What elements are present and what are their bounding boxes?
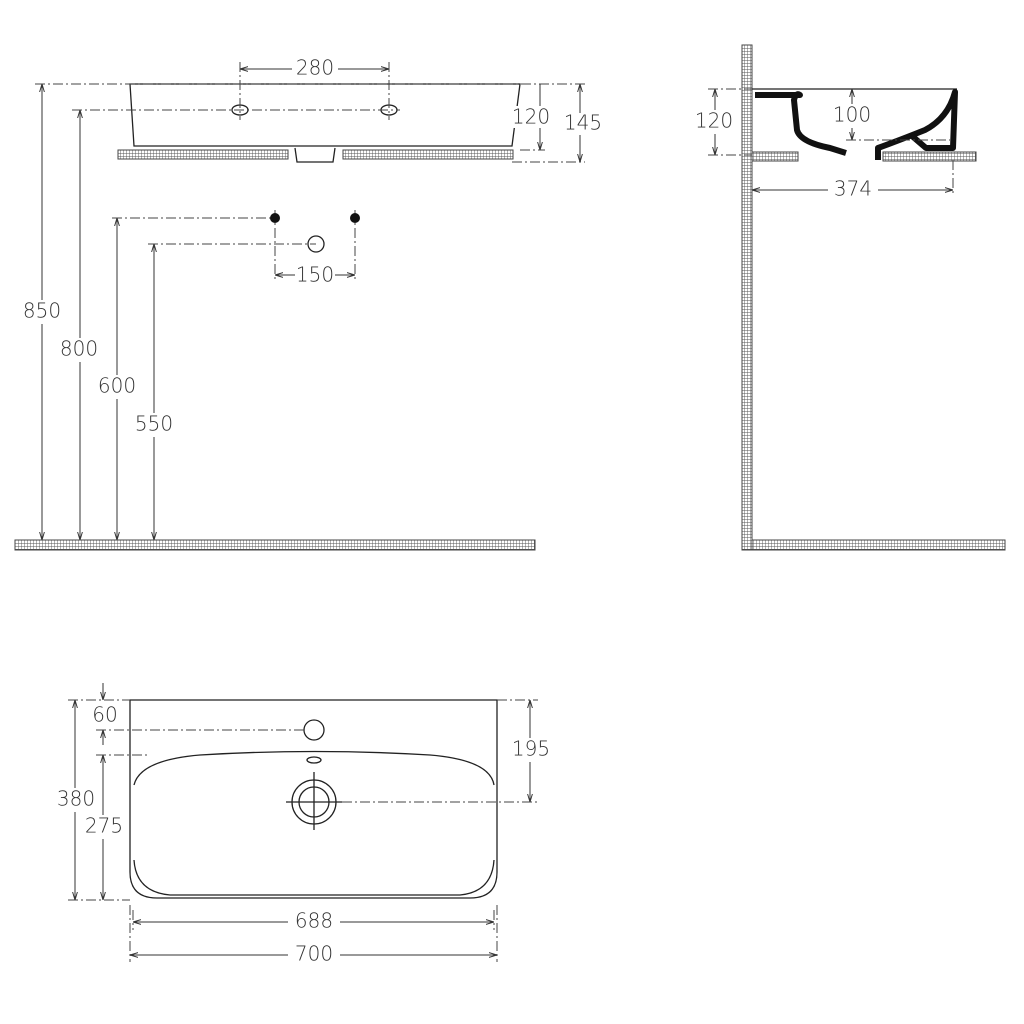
basin-side-profile [755,89,958,160]
countertop-left [117,149,289,160]
supply-point-right [350,213,360,223]
top-view: 60 380 275 195 688 700 [54,683,554,967]
dim-150: 150 [296,263,334,287]
countertop-side-right [882,151,977,162]
dim-600: 600 [98,374,136,398]
dim-850: 850 [23,299,61,323]
dim-195: 195 [512,737,550,761]
dim-688: 688 [295,909,333,933]
basin-front-outline [129,83,521,147]
dim-145: 145 [564,111,602,135]
dim-550: 550 [135,412,173,436]
basin-top-outline [129,699,498,899]
dim-side-120: 120 [695,109,733,133]
side-view: 120 100 374 [694,44,1006,551]
dim-380: 380 [57,787,95,811]
dim-120: 120 [512,105,550,129]
drain-outlet [294,147,336,163]
overflow [306,756,322,764]
countertop-side-left [751,151,799,162]
drain-icon [286,772,342,830]
floor-front [14,539,536,551]
dim-60: 60 [92,703,117,727]
supply-point-left [270,213,280,223]
dim-700: 700 [295,942,333,966]
dim-374: 374 [834,177,872,201]
wall [741,44,753,551]
countertop-right [342,149,514,160]
waste-point [307,235,325,253]
dim-280: 280 [296,56,334,80]
dim-800: 800 [60,337,98,361]
tap-hole [303,719,325,741]
dim-side-100: 100 [833,103,871,127]
basin-bowl-outline [133,750,495,896]
dim-275: 275 [85,814,123,838]
floor-side [751,539,1006,551]
front-view: 280 120 145 150 850 800 600 550 [14,56,606,551]
